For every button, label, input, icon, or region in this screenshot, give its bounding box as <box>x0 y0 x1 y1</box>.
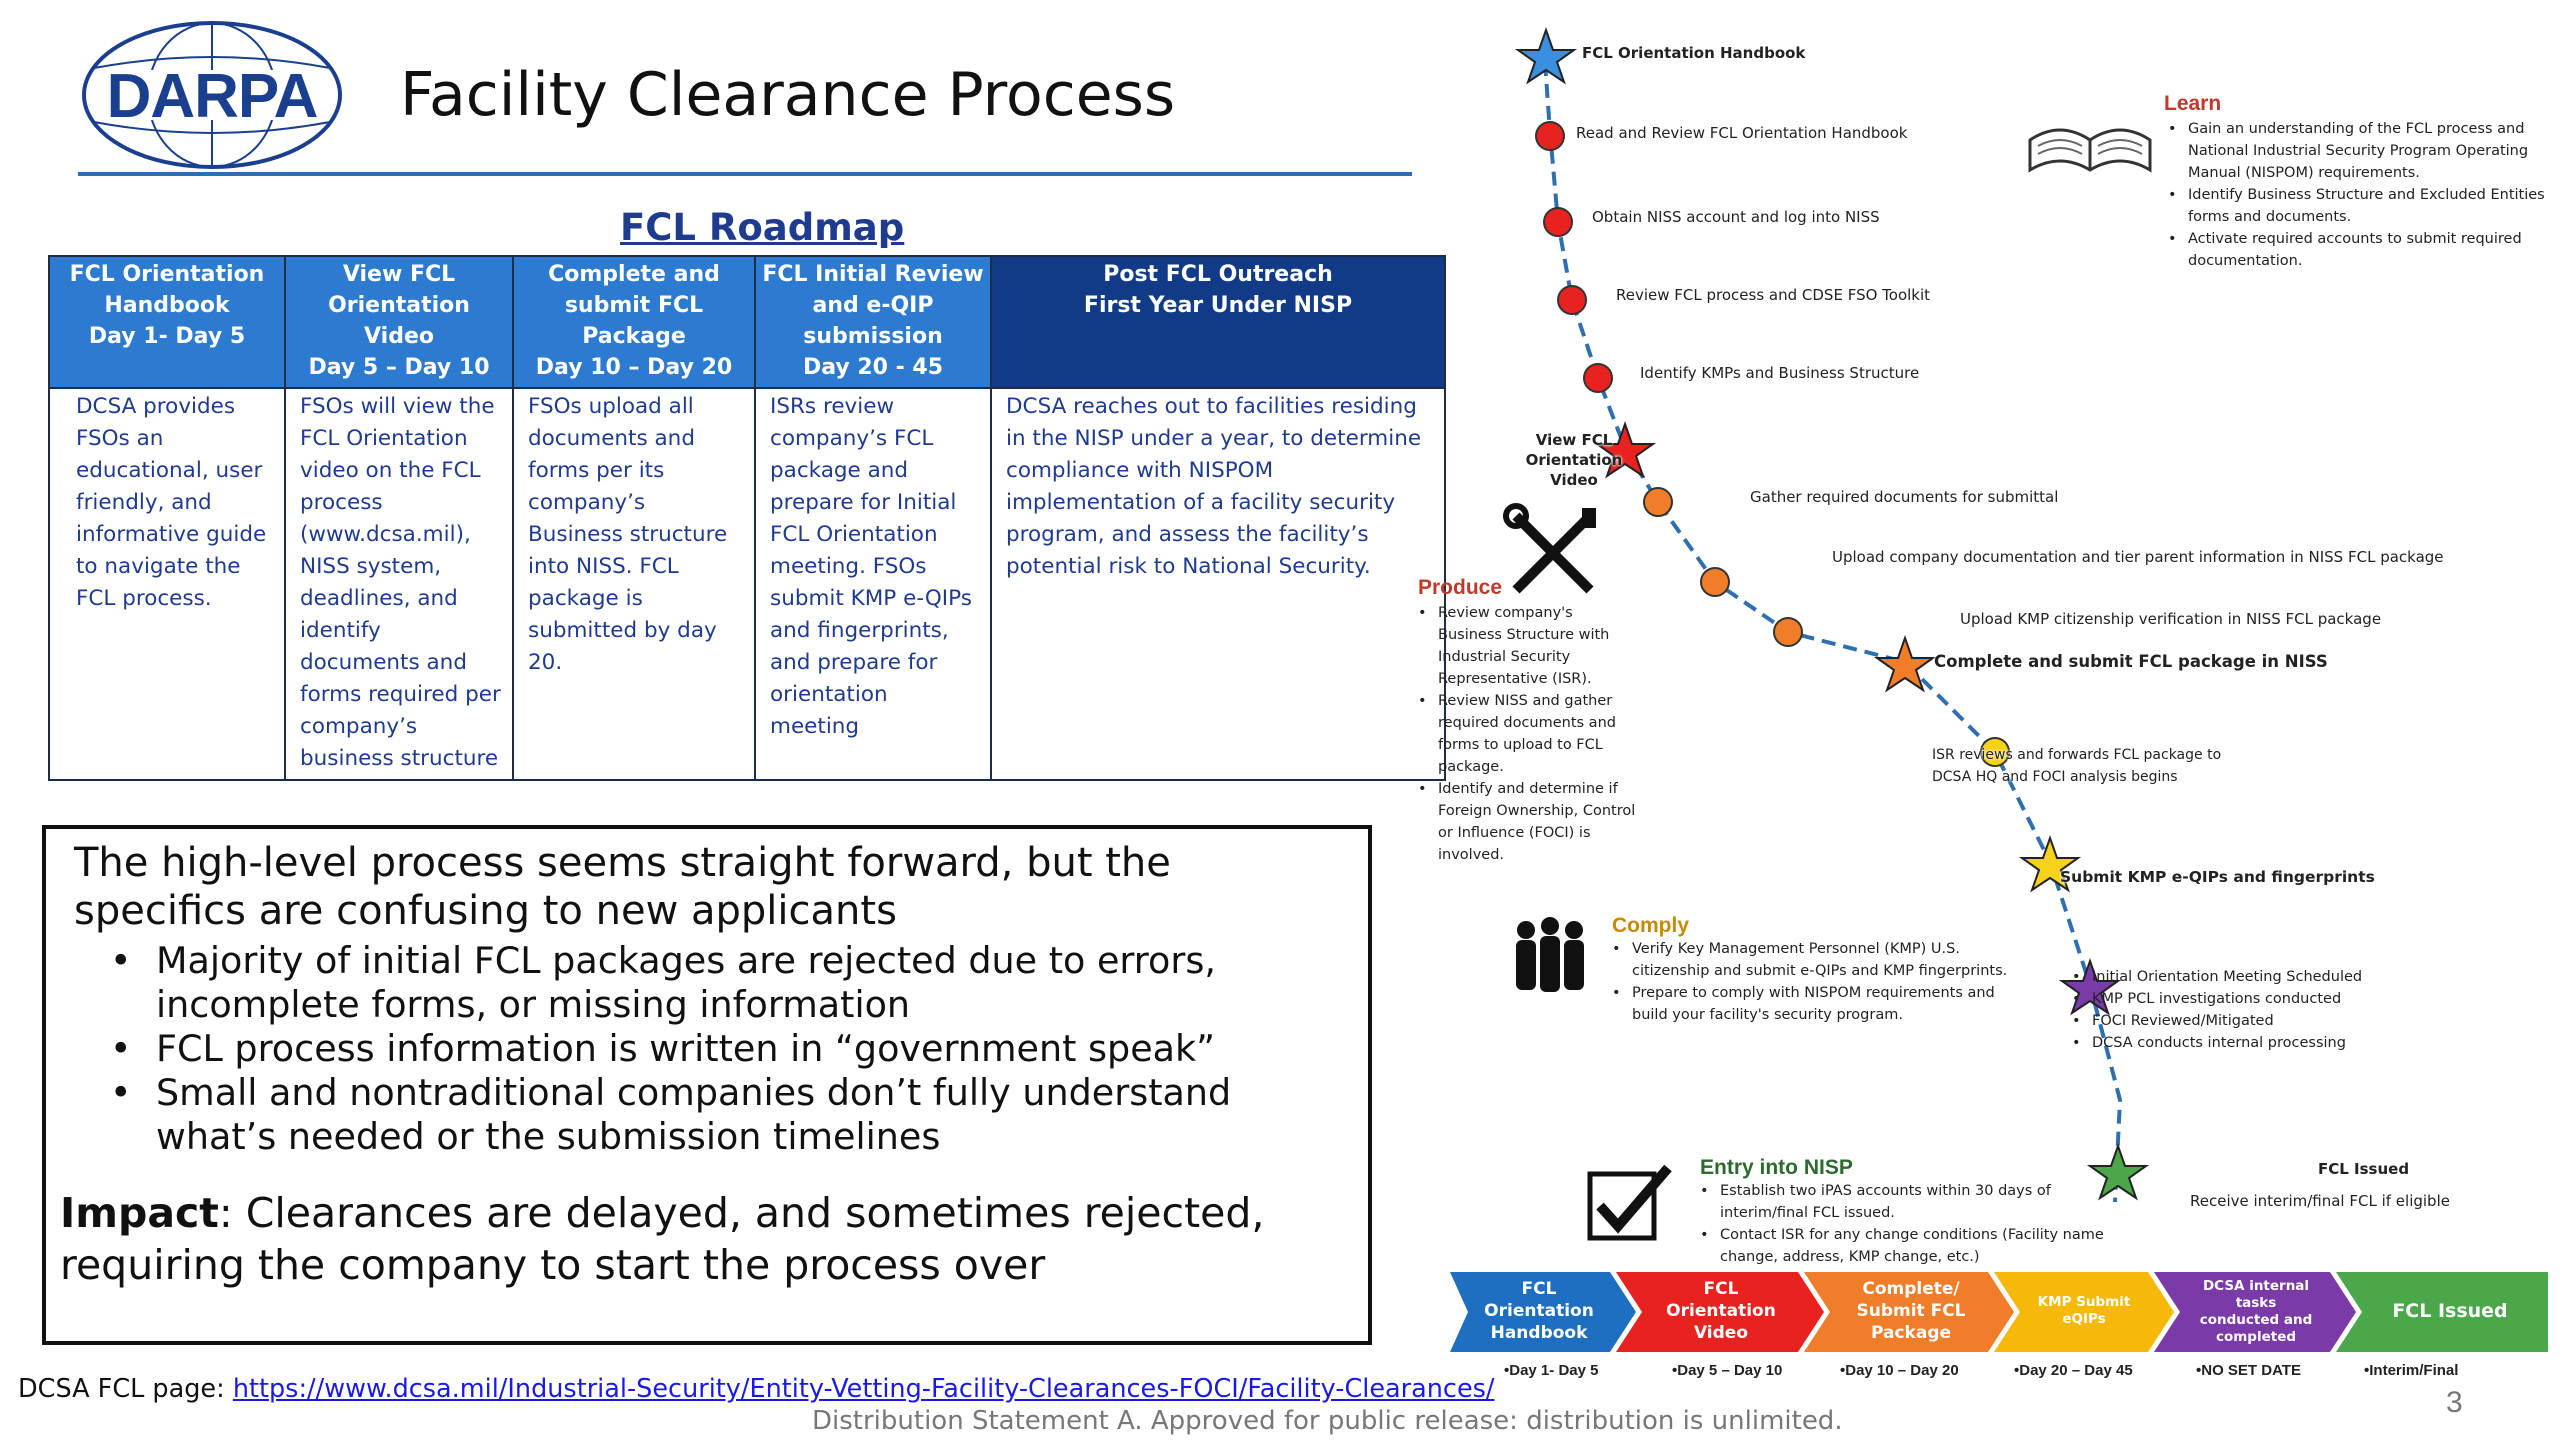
learn-item: Gain an understanding of the FCL process… <box>2164 118 2554 184</box>
label-gather-docs: Gather required documents for submittal <box>1750 488 2059 506</box>
callout-bullet: FCL process information is written in “g… <box>110 1027 1348 1071</box>
comply-item: Verify Key Management Personnel (KMP) U.… <box>1608 938 2012 982</box>
roadmap-cell-1: DCSA provides FSOs an educational, user … <box>48 387 286 781</box>
learn-item: Activate required accounts to submit req… <box>2164 228 2554 272</box>
produce-item: Review company's Business Structure with… <box>1414 602 1640 690</box>
label-complete-submit: Complete and submit FCL package in NISS <box>1934 652 2328 671</box>
produce-list: Review company's Business Structure with… <box>1414 602 1640 866</box>
label-review-fcl: Review FCL process and CDSE FSO Toolkit <box>1616 286 1931 304</box>
roadmap-header-1: FCL Orientation Handbook Day 1- Day 5 <box>48 255 286 389</box>
roadmap-title: FCL Roadmap <box>620 206 905 249</box>
label-upload-docs: Upload company documentation and tier pa… <box>1832 548 2444 566</box>
label-identify-kmps: Identify KMPs and Business Structure <box>1640 364 1920 382</box>
label-receive-interim: Receive interim/final FCL if eligible <box>2190 1192 2450 1210</box>
source-line: DCSA FCL page: https://www.dcsa.mil/Indu… <box>18 1374 1495 1404</box>
roadmap-header-4: FCL Initial Review and e-QIP submission … <box>754 255 992 389</box>
book-icon <box>2028 128 2152 173</box>
label-fcl-orientation-handbook: FCL Orientation Handbook <box>1582 44 1806 62</box>
roadmap-cell-3: FSOs upload all documents and forms per … <box>512 387 756 781</box>
dcsa-link[interactable]: https://www.dcsa.mil/Industrial-Security… <box>232 1374 1495 1404</box>
impact-statement: Impact: Clearances are delayed, and some… <box>60 1187 1348 1291</box>
callout-bullets: Majority of initial FCL packages are rej… <box>110 939 1348 1159</box>
source-label: DCSA FCL page: <box>18 1374 233 1404</box>
comply-item: Prepare to comply with NISPOM requiremen… <box>1608 982 2012 1026</box>
impact-label: Impact <box>60 1189 219 1237</box>
callout-bullet: Majority of initial FCL packages are rej… <box>110 939 1348 1027</box>
orientation-item: Initial Orientation Meeting Scheduled <box>2068 966 2398 988</box>
orientation-item: FOCI Reviewed/Mitigated <box>2068 1010 2398 1032</box>
comply-title: Comply <box>1612 914 1690 937</box>
callout-lead: The high-level process seems straight fo… <box>74 840 1171 934</box>
label-fcl-issued: FCL Issued <box>2318 1160 2410 1178</box>
chevron-date-1: •Day 1- Day 5 <box>1504 1362 1599 1379</box>
roadmap-table: FCL Orientation Handbook Day 1- Day 5 Vi… <box>48 255 1446 781</box>
roadmap-header-row: FCL Orientation Handbook Day 1- Day 5 Vi… <box>48 255 1446 389</box>
chevron-date-6: •Interim/Final <box>2364 1362 2459 1379</box>
impact-text: : Clearances are delayed, and sometimes … <box>60 1189 1265 1289</box>
orientation-item: DCSA conducts internal processing <box>2068 1032 2398 1054</box>
roadmap-body-row: DCSA provides FSOs an educational, user … <box>48 387 1446 781</box>
tools-icon <box>1503 503 1596 594</box>
chevron-date-2: •Day 5 – Day 10 <box>1672 1362 1783 1379</box>
produce-item: Identify and determine if Foreign Owners… <box>1414 778 1640 866</box>
people-icon <box>1516 917 1584 992</box>
roadmap-cell-2: FSOs will view the FCL Orientation video… <box>284 387 514 781</box>
roadmap-header-5: Post FCL Outreach First Year Under NISP <box>990 255 1446 389</box>
learn-item: Identify Business Structure and Excluded… <box>2164 184 2554 228</box>
entry-item: Establish two iPAS accounts within 30 da… <box>1696 1180 2116 1224</box>
entry-title: Entry into NISP <box>1700 1156 1853 1179</box>
roadmap-cell-4: ISRs review company’s FCL package and pr… <box>754 387 992 781</box>
label-read-review: Read and Review FCL Orientation Handbook <box>1576 124 1908 142</box>
logo-text: DARPA <box>107 62 318 131</box>
learn-title: Learn <box>2164 92 2222 115</box>
entry-item: Contact ISR for any change conditions (F… <box>1696 1224 2116 1268</box>
chevron-date-4: •Day 20 – Day 45 <box>2014 1362 2133 1379</box>
orientation-list: Initial Orientation Meeting Scheduled KM… <box>2068 966 2398 1054</box>
label-obtain-niss: Obtain NISS account and log into NISS <box>1592 208 1880 226</box>
roadmap-cell-5: DCSA reaches out to facilities residing … <box>990 387 1446 781</box>
chevron-timeline <box>1450 1272 2548 1352</box>
chevron-date-3: •Day 10 – Day 20 <box>1840 1362 1959 1379</box>
orientation-item: KMP PCL investigations conducted <box>2068 988 2398 1010</box>
page-title: Facility Clearance Process <box>400 60 1176 130</box>
page-number: 3 <box>2446 1386 2463 1419</box>
entry-list: Establish two iPAS accounts within 30 da… <box>1696 1180 2116 1268</box>
roadmap-header-2: View FCL Orientation Video Day 5 – Day 1… <box>284 255 514 389</box>
learn-list: Gain an understanding of the FCL process… <box>2164 118 2554 272</box>
label-view-fcl-video: View FCL Orientation Video <box>1525 431 1623 489</box>
produce-item: Review NISS and gather required document… <box>1414 690 1640 778</box>
callout-bullet: Small and nontraditional companies don’t… <box>110 1071 1348 1159</box>
comply-list: Verify Key Management Personnel (KMP) U.… <box>1608 938 2012 1026</box>
roadmap-path-svg <box>1450 26 2548 1352</box>
label-upload-kmp: Upload KMP citizenship verification in N… <box>1960 610 2382 628</box>
problem-callout: The high-level process seems straight fo… <box>42 825 1372 1345</box>
chevron-date-5: •NO SET DATE <box>2196 1362 2301 1379</box>
roadmap-header-3: Complete and submit FCL Package Day 10 –… <box>512 255 756 389</box>
produce-title: Produce <box>1418 576 1503 599</box>
checkmark-icon <box>1587 1164 1672 1241</box>
darpa-logo: DARPA <box>82 21 342 169</box>
title-divider <box>78 172 1412 176</box>
label-isr-reviews: ISR reviews and forwards FCL package to … <box>1932 747 2222 785</box>
roadmap-graphic: FCL Orientation Handbook Read and Review… <box>1400 0 2560 1440</box>
chevron-6: FCL Issued <box>2392 1300 2508 1322</box>
label-submit-kmp: Submit KMP e-QIPs and fingerprints <box>2060 868 2375 886</box>
distribution-statement: Distribution Statement A. Approved for p… <box>812 1406 1843 1436</box>
